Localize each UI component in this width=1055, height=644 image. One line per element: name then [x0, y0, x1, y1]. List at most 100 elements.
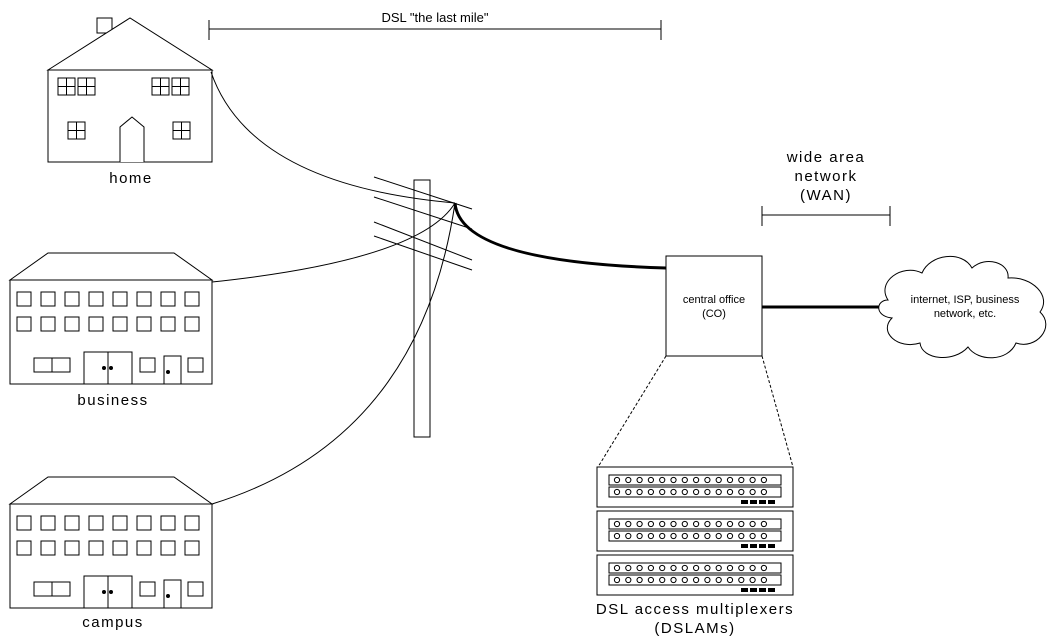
- campus-label: campus: [82, 614, 144, 631]
- port: [637, 577, 642, 582]
- status-led: [750, 588, 757, 592]
- window: [185, 541, 199, 555]
- window: [161, 292, 175, 306]
- port: [705, 489, 710, 494]
- status-led: [768, 588, 775, 592]
- port: [705, 577, 710, 582]
- status-led: [768, 500, 775, 504]
- central-office-label-1: central office: [683, 294, 745, 306]
- window: [89, 292, 103, 306]
- port: [626, 477, 631, 482]
- port: [637, 533, 642, 538]
- dslam-unit: [597, 511, 793, 551]
- window: [17, 317, 31, 331]
- business-label: business: [77, 392, 148, 409]
- port: [705, 477, 710, 482]
- port: [626, 565, 631, 570]
- port: [660, 477, 665, 482]
- campus-building: [10, 477, 212, 608]
- port: [716, 577, 721, 582]
- window: [137, 541, 151, 555]
- port: [637, 521, 642, 526]
- port: [614, 533, 619, 538]
- port: [626, 533, 631, 538]
- cloud-label-2: network, etc.: [934, 308, 996, 320]
- port: [671, 577, 676, 582]
- window: [41, 516, 55, 530]
- window: [65, 292, 79, 306]
- port: [716, 521, 721, 526]
- dslam-unit: [597, 555, 793, 595]
- port: [705, 533, 710, 538]
- port: [648, 477, 653, 482]
- port: [694, 477, 699, 482]
- status-led: [768, 544, 775, 548]
- port: [682, 577, 687, 582]
- port: [694, 533, 699, 538]
- port: [637, 565, 642, 570]
- port: [761, 489, 766, 494]
- port: [705, 521, 710, 526]
- window: [65, 516, 79, 530]
- port: [727, 477, 732, 482]
- trunk-line: [455, 203, 666, 268]
- port: [750, 489, 755, 494]
- cloud-label-1: internet, ISP, business: [911, 294, 1020, 306]
- window: [161, 317, 175, 331]
- port: [637, 489, 642, 494]
- status-led: [750, 500, 757, 504]
- window: [161, 541, 175, 555]
- status-led: [750, 544, 757, 548]
- window: [41, 317, 55, 331]
- window: [113, 292, 127, 306]
- status-led: [741, 544, 748, 548]
- dslam-label-1: DSL access multiplexers: [596, 601, 794, 618]
- window: [89, 516, 103, 530]
- port: [648, 533, 653, 538]
- port: [614, 477, 619, 482]
- port: [716, 533, 721, 538]
- port: [682, 533, 687, 538]
- port: [614, 565, 619, 570]
- port: [694, 521, 699, 526]
- home-door: [120, 117, 144, 162]
- window: [65, 317, 79, 331]
- port: [761, 565, 766, 570]
- port: [671, 533, 676, 538]
- last-mile-label: DSL "the last mile": [381, 10, 488, 25]
- port: [614, 577, 619, 582]
- port: [750, 565, 755, 570]
- window: [185, 292, 199, 306]
- window: [161, 516, 175, 530]
- port: [694, 577, 699, 582]
- window: [41, 292, 55, 306]
- port: [727, 577, 732, 582]
- zoom-lines: [598, 356, 793, 467]
- status-led: [759, 588, 766, 592]
- window: [17, 292, 31, 306]
- home-label: home: [109, 170, 153, 187]
- port: [648, 565, 653, 570]
- port: [648, 521, 653, 526]
- port: [660, 565, 665, 570]
- port: [761, 521, 766, 526]
- port: [626, 577, 631, 582]
- status-led: [759, 544, 766, 548]
- port: [671, 521, 676, 526]
- port: [739, 577, 744, 582]
- dslam-unit: [597, 467, 793, 507]
- port: [660, 577, 665, 582]
- port: [750, 477, 755, 482]
- port: [626, 521, 631, 526]
- central-office-label-2: (CO): [702, 308, 726, 320]
- port: [739, 565, 744, 570]
- port: [727, 489, 732, 494]
- home-building: [48, 18, 212, 162]
- port: [761, 477, 766, 482]
- port: [716, 477, 721, 482]
- window: [17, 541, 31, 555]
- window: [89, 317, 103, 331]
- port: [648, 577, 653, 582]
- port: [671, 489, 676, 494]
